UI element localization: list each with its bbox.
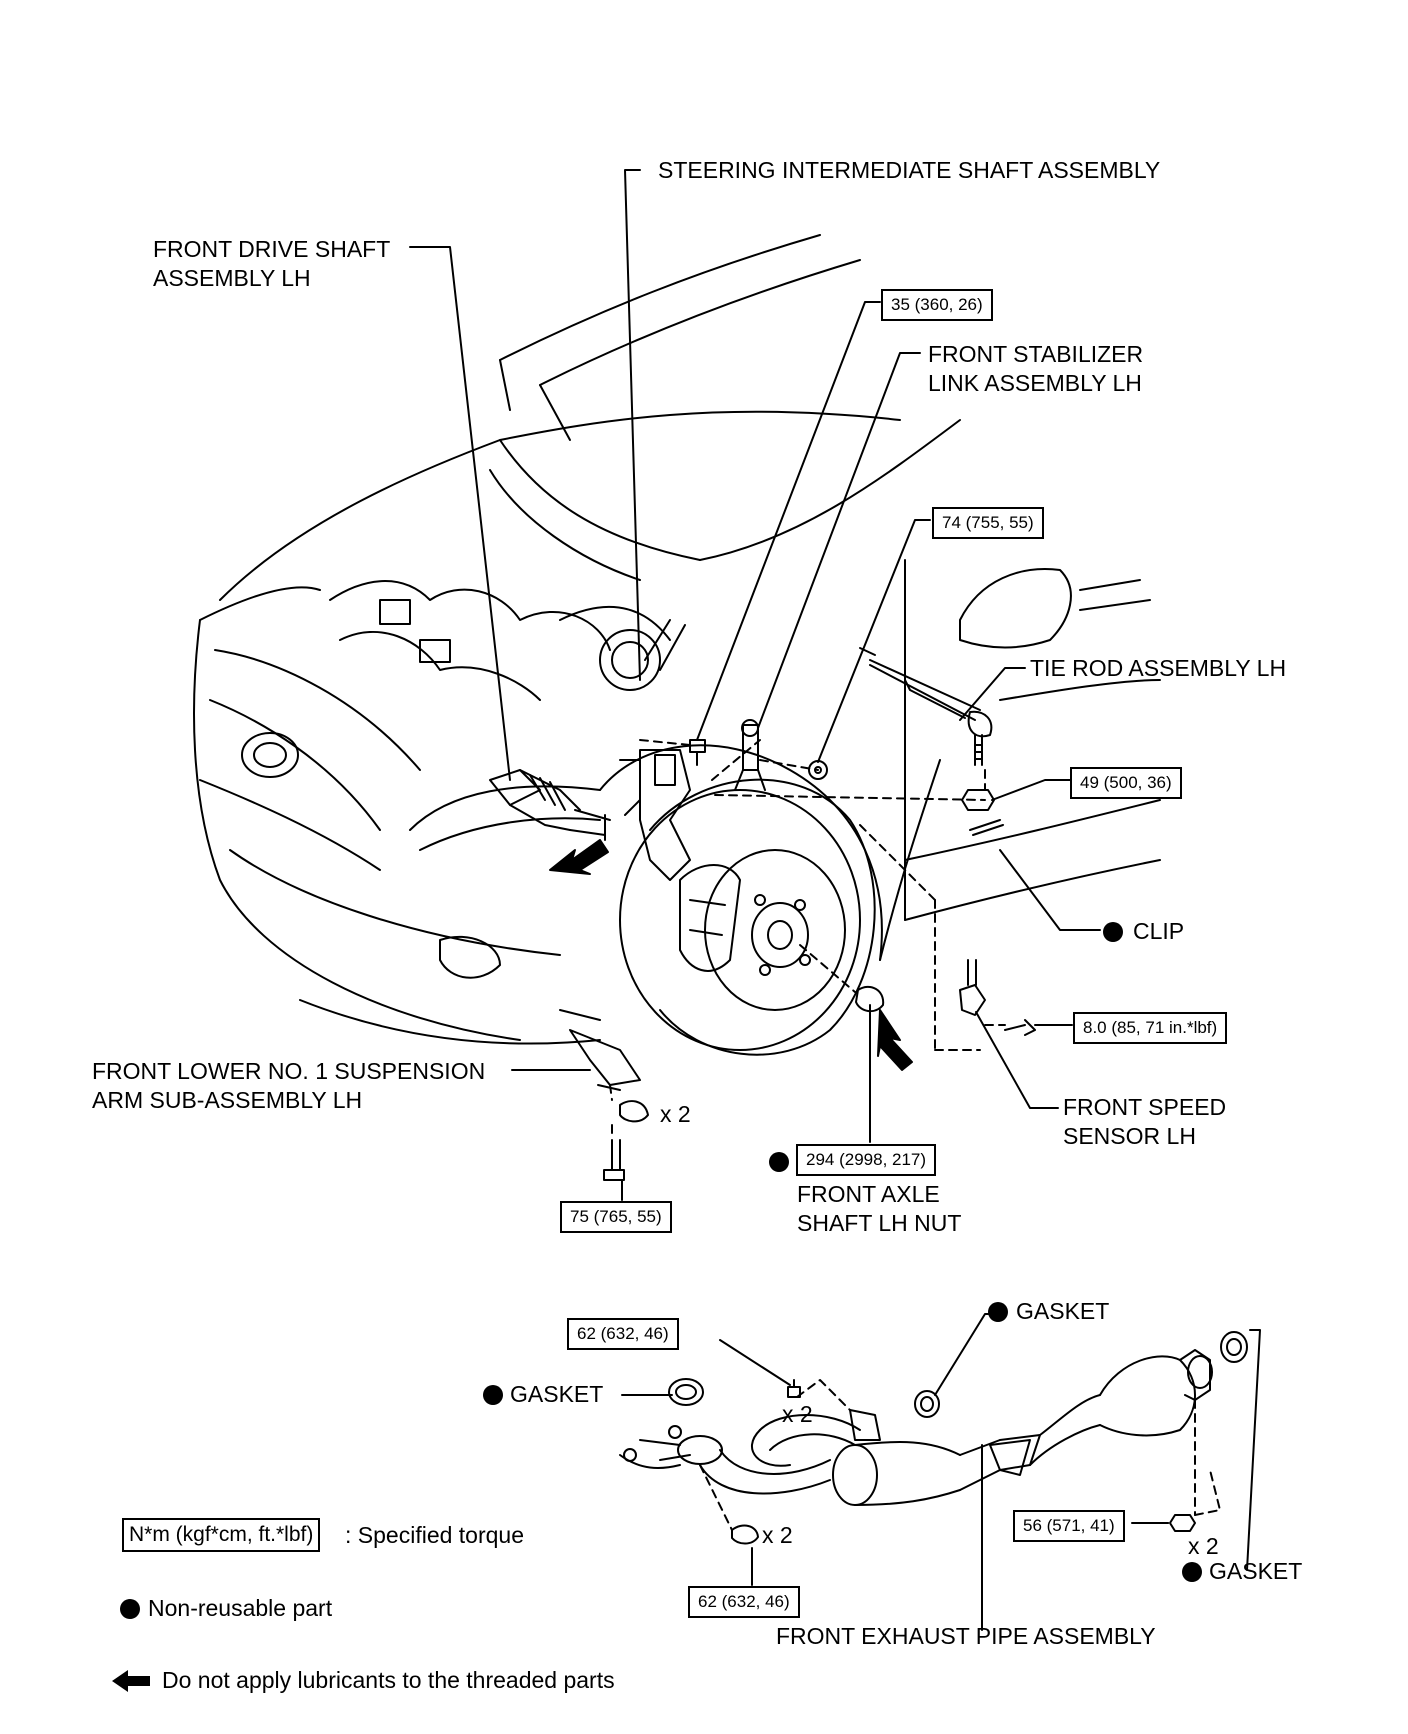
torque-box-49: 49 (500, 36) [1070, 767, 1182, 799]
label-tie-rod: TIE ROD ASSEMBLY LH [1030, 655, 1287, 681]
label-x2-exhaust-bottom: x 2 [762, 1522, 793, 1548]
label-gasket-left: GASKET [510, 1381, 604, 1407]
torque-box-62-top: 62 (632, 46) [567, 1318, 679, 1350]
nonreusable-dot-clip [1103, 922, 1123, 942]
label-clip: CLIP [1133, 918, 1185, 944]
legend-nonreusable: Non-reusable part [148, 1595, 333, 1621]
label-front-speed-sensor: FRONT SPEED [1063, 1094, 1227, 1120]
label-front-axle-nut-line2: SHAFT LH NUT [797, 1210, 962, 1236]
label-front-axle-nut: FRONT AXLE [797, 1181, 940, 1207]
torque-box-8: 8.0 (85, 71 in.*lbf) [1073, 1012, 1228, 1044]
torque-box-294: 294 (2998, 217) [796, 1144, 937, 1176]
stabilizer-link [734, 719, 766, 791]
torque-box-35: 35 (360, 26) [881, 289, 993, 321]
fasteners [559, 739, 1036, 1181]
label-front-lower-arm-line2: ARM SUB-ASSEMBLY LH [92, 1087, 363, 1113]
no-lubricant-arrows [549, 839, 913, 1071]
legend-nonreusable-dot [120, 1599, 140, 1619]
wheel [619, 778, 876, 1056]
label-front-drive-shaft: FRONT DRIVE SHAFT [153, 236, 391, 262]
label-x2-exhaust-right: x 2 [1188, 1533, 1219, 1559]
tie-rod [859, 647, 993, 766]
label-front-drive-shaft-line2: ASSEMBLY LH [153, 265, 311, 291]
label-gasket-top: GASKET [1016, 1298, 1110, 1324]
label-steering-intermediate-shaft: STEERING INTERMEDIATE SHAFT ASSEMBLY [658, 157, 1161, 183]
drive-shaft [489, 769, 611, 841]
label-x2-arm: x 2 [660, 1101, 691, 1127]
legend-arrow-icon [112, 1670, 150, 1692]
label-front-lower-arm: FRONT LOWER NO. 1 SUSPENSION [92, 1058, 486, 1084]
leader-lines [409, 169, 1101, 1201]
label-gasket-right: GASKET [1209, 1558, 1303, 1584]
label-x2-exhaust-top: x 2 [782, 1401, 813, 1427]
nonreusable-dot-gasket-left [483, 1385, 503, 1405]
torque-box-62-bottom: 62 (632, 46) [688, 1586, 800, 1618]
exhaust-pipe [619, 1331, 1248, 1545]
legend-no-lubricant: Do not apply lubricants to the threaded … [162, 1667, 615, 1693]
label-front-exhaust-pipe: FRONT EXHAUST PIPE ASSEMBLY [776, 1623, 1156, 1649]
nonreusable-dot-gasket-right [1182, 1562, 1202, 1582]
torque-box-74: 74 (755, 55) [932, 507, 1044, 539]
car-outline [193, 234, 1161, 1045]
torque-box-75: 75 (765, 55) [560, 1201, 672, 1233]
nonreusable-dot-axle-nut [769, 1152, 789, 1172]
legend-torque-unit: N*m (kgf*cm, ft.*lbf) [122, 1518, 321, 1552]
torque-box-56: 56 (571, 41) [1013, 1510, 1125, 1542]
label-front-stabilizer-link-line2: LINK ASSEMBLY LH [928, 370, 1142, 396]
nonreusable-dot-gasket-top [988, 1302, 1008, 1322]
knuckle [619, 749, 691, 881]
label-front-speed-sensor-line2: SENSOR LH [1063, 1123, 1196, 1149]
label-front-stabilizer-link: FRONT STABILIZER [928, 341, 1144, 367]
legend-torque-desc: : Specified torque [345, 1522, 525, 1548]
